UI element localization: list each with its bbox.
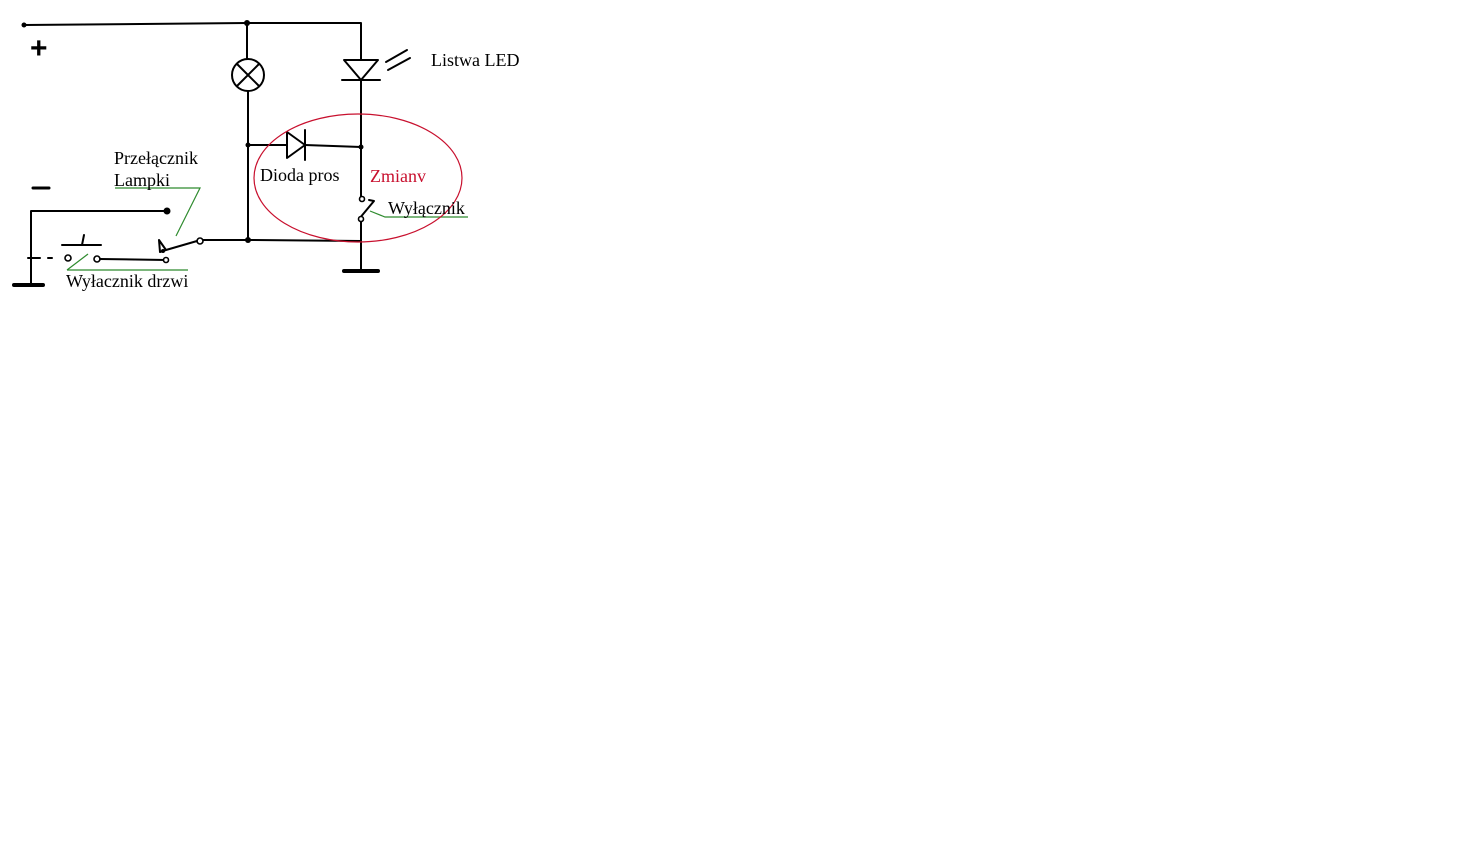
led-symbol (341, 49, 411, 81)
plus-sign: + (30, 32, 48, 65)
led-strip-label: Listwa LED (431, 50, 519, 70)
diode-label: Dioda pros (260, 165, 340, 185)
door-switch-label: Wyłacznik drzwi (66, 271, 188, 291)
switch-symbol (357, 195, 375, 223)
led-branch (341, 49, 411, 273)
lamp-branch (231, 22, 265, 243)
diode-symbol (247, 129, 364, 161)
change-note-label: Zmianv (370, 166, 426, 186)
change-highlight-ellipse (253, 113, 463, 243)
bottom-wire (200, 239, 362, 242)
lamp-symbol (231, 58, 265, 92)
door-switch-symbol (12, 234, 170, 287)
switch-label: Wyłącznik (388, 198, 465, 218)
lamp-switch-label-line2: Lampki (114, 170, 170, 190)
positive-rail (21, 20, 362, 61)
lamp-switch-label-line1: Przełącznik (114, 148, 198, 168)
lamp-switch-symbol (30, 207, 198, 286)
